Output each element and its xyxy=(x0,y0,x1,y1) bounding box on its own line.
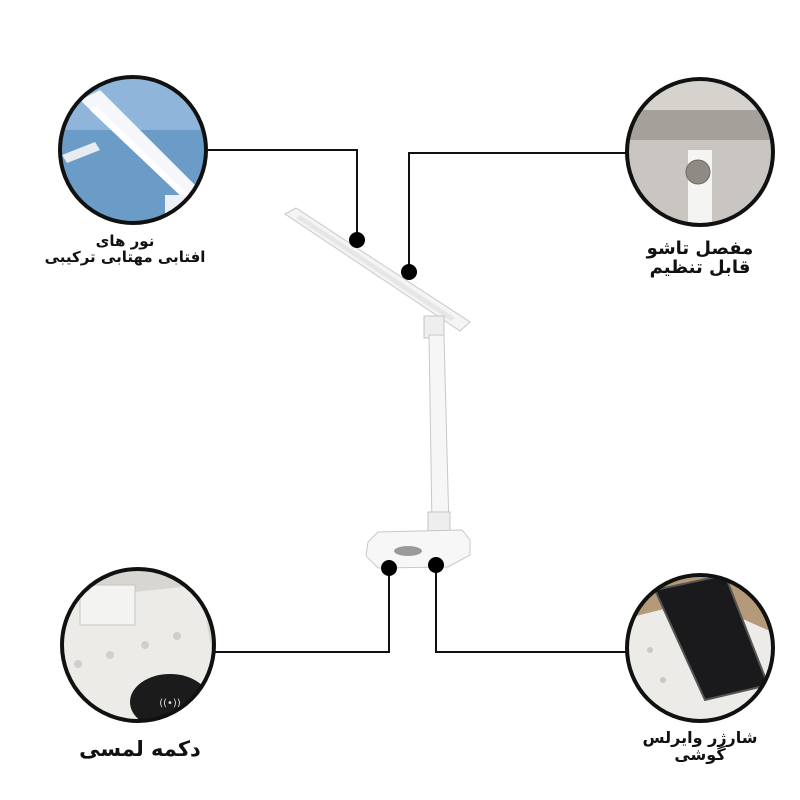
callout-line: دکمه لمسی xyxy=(79,737,201,761)
callout-line: گوشی xyxy=(674,744,726,764)
detail-circle-touch xyxy=(60,567,216,723)
callout-line: مفصل تاشو xyxy=(646,238,754,259)
callout-line: شارژر وایرلس xyxy=(642,728,758,747)
connector-line-lights xyxy=(206,149,358,240)
detail-image-joint xyxy=(628,80,772,224)
detail-circle-joint xyxy=(625,77,775,227)
detail-circle-lights xyxy=(58,75,208,225)
marker-dot-wireless xyxy=(428,557,444,573)
detail-image-touch: ((•)) xyxy=(63,570,213,720)
detail-circle-wireless xyxy=(625,573,775,723)
connector-line-wireless xyxy=(435,565,626,653)
connector-line-joint xyxy=(408,152,626,272)
detail-image-wireless xyxy=(628,576,772,720)
callout-line: افتابی مهتابی ترکیبی xyxy=(44,247,206,266)
charging-pad xyxy=(394,546,422,556)
detail-image-lights xyxy=(61,78,205,222)
callout-label-lights: نور های افتابی مهتابی ترکیبی xyxy=(20,232,230,266)
lamp-light-panel xyxy=(296,215,455,321)
lamp-base-joint xyxy=(427,511,451,533)
lamp-arm xyxy=(428,334,450,529)
connector-line-touch xyxy=(214,568,390,653)
marker-dot-lights xyxy=(349,232,365,248)
callout-label-touch: دکمه لمسی xyxy=(50,738,230,760)
marker-dot-touch xyxy=(381,560,397,576)
callout-label-joint: مفصل تاشو قابل تنظیم xyxy=(615,238,785,278)
marker-dot-joint xyxy=(401,264,417,280)
callout-line: نور های xyxy=(95,232,155,250)
desk-lamp xyxy=(284,207,471,569)
callout-label-wireless: شارژر وایرلس گوشی xyxy=(615,728,785,764)
svg-text:((•)): ((•)) xyxy=(159,698,181,709)
callout-line: قابل تنظیم xyxy=(649,256,751,278)
